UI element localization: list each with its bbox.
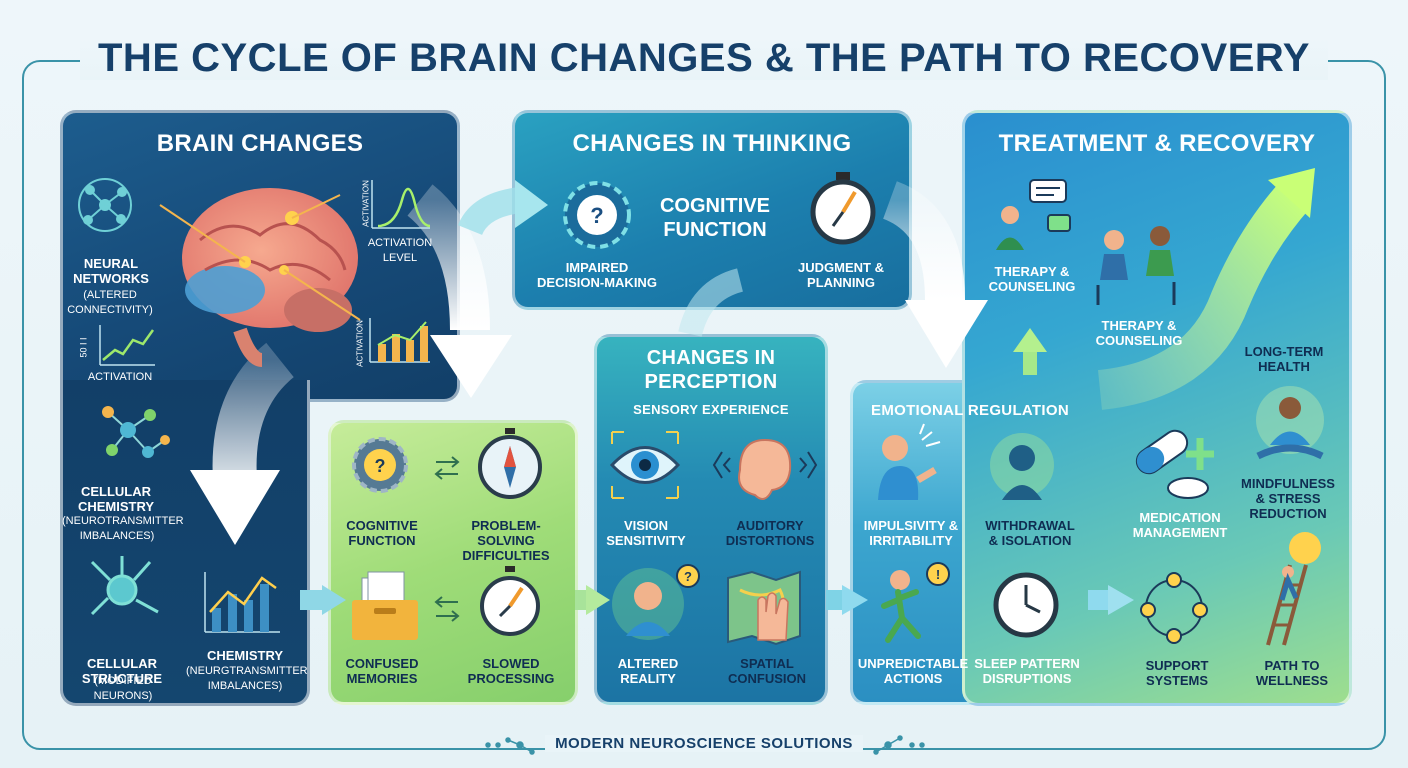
label-impaired-decision: IMPAIRED DECISION-MAKING bbox=[537, 260, 657, 290]
label-sleep-pattern: SLEEP PATTERN DISRUPTIONS bbox=[974, 656, 1080, 686]
label-fifty-axis: 50 ι ι bbox=[78, 337, 89, 358]
label-confused-memories: CONFUSED MEMORIES bbox=[345, 656, 419, 686]
label-cognitive-function-top: COGNITIVE FUNCTION bbox=[659, 195, 770, 241]
label-cellular-structure-sub: (MODIFIED NEURONS) bbox=[93, 675, 153, 702]
label-vision-sensitivity: VISION SENSITIVITY bbox=[606, 518, 686, 548]
page-title: THE CYCLE OF BRAIN CHANGES & THE PATH TO… bbox=[0, 36, 1408, 81]
label-withdrawal: WITHDRAWAL & ISOLATION bbox=[985, 518, 1075, 548]
label-activation-axis-top: ACTIVATION bbox=[361, 180, 371, 227]
label-therapy-counseling-2: THERAPY & COUNSELING bbox=[1095, 318, 1183, 348]
brain-changes-title: BRAIN CHANGES bbox=[156, 130, 364, 157]
label-altered-reality: ALTERED REALITY bbox=[617, 656, 679, 686]
treatment-recovery-title: TREATMENT & RECOVERY bbox=[998, 130, 1316, 157]
changes-in-perception-title: CHANGES IN PERCEPTION bbox=[594, 346, 828, 394]
label-slowed-processing: SLOWED PROCESSING bbox=[467, 656, 555, 686]
label-medication-management: MEDICATION MANAGEMENT bbox=[1132, 510, 1228, 540]
label-judgment-planning: JUDGMENT & PLANNING bbox=[798, 260, 884, 290]
label-support-systems: SUPPORT SYSTEMS bbox=[1145, 658, 1209, 688]
changes-in-thinking-title: CHANGES IN THINKING bbox=[572, 130, 852, 157]
label-therapy-counseling-1: THERAPY & COUNSELING bbox=[988, 264, 1076, 294]
label-impulsivity: IMPULSIVITY & IRRITABILITY bbox=[863, 518, 959, 548]
label-path-to-wellness: PATH TO WELLNESS bbox=[1255, 658, 1329, 688]
label-activation-level: ACTIVATION LEVEL bbox=[367, 237, 433, 264]
label-activation-axis-right: ACTIVATION bbox=[355, 320, 365, 367]
perception-title-text: CHANGES IN PERCEPTION bbox=[644, 347, 778, 393]
label-cellular-chemistry-sub: (NEUROTRANSMITTER IMBALANCES) bbox=[62, 515, 184, 542]
label-cellular-chemistry: CELLULAR CHEMISTRY bbox=[77, 484, 155, 514]
label-problem-solving: PROBLEM-SOLVING DIFFICULTIES bbox=[462, 518, 550, 563]
label-neural-networks: NEURAL NETWORKS bbox=[73, 256, 149, 286]
label-chemistry: CHEMISTRY bbox=[206, 648, 284, 663]
footer-brand: MODERN NEUROSCIENCE SOLUTIONS bbox=[0, 735, 1408, 752]
label-neural-networks-sub: (ALTERED CONNECTIVITY) bbox=[67, 289, 153, 316]
label-cognitive-function: COGNITIVE FUNCTION bbox=[346, 518, 418, 548]
label-chemistry-sub: (NEURGTRANSMITTER IMBALANCES) bbox=[186, 665, 308, 692]
label-unpredictable: UNPREDICTABLE ACTIONS bbox=[857, 656, 969, 686]
label-activation: ACTIVATION bbox=[87, 371, 153, 383]
label-spatial-confusion: SPATIAL CONFUSION bbox=[728, 656, 806, 686]
label-auditory-distortions: AUDITORY DISTORTIONS bbox=[725, 518, 815, 548]
label-long-term-health: LONG-TERM HEALTH bbox=[1244, 344, 1324, 374]
emotional-regulation-title: EMOTIONAL REGULATION bbox=[871, 402, 1069, 419]
label-cellular-structure: CELLULAR STRUCTURE bbox=[81, 656, 163, 686]
label-mindfulness: MINDFULNESS & STRESS REDUCTION bbox=[1241, 476, 1335, 521]
sensory-experience-subtitle: SENSORY EXPERIENCE bbox=[633, 402, 789, 417]
